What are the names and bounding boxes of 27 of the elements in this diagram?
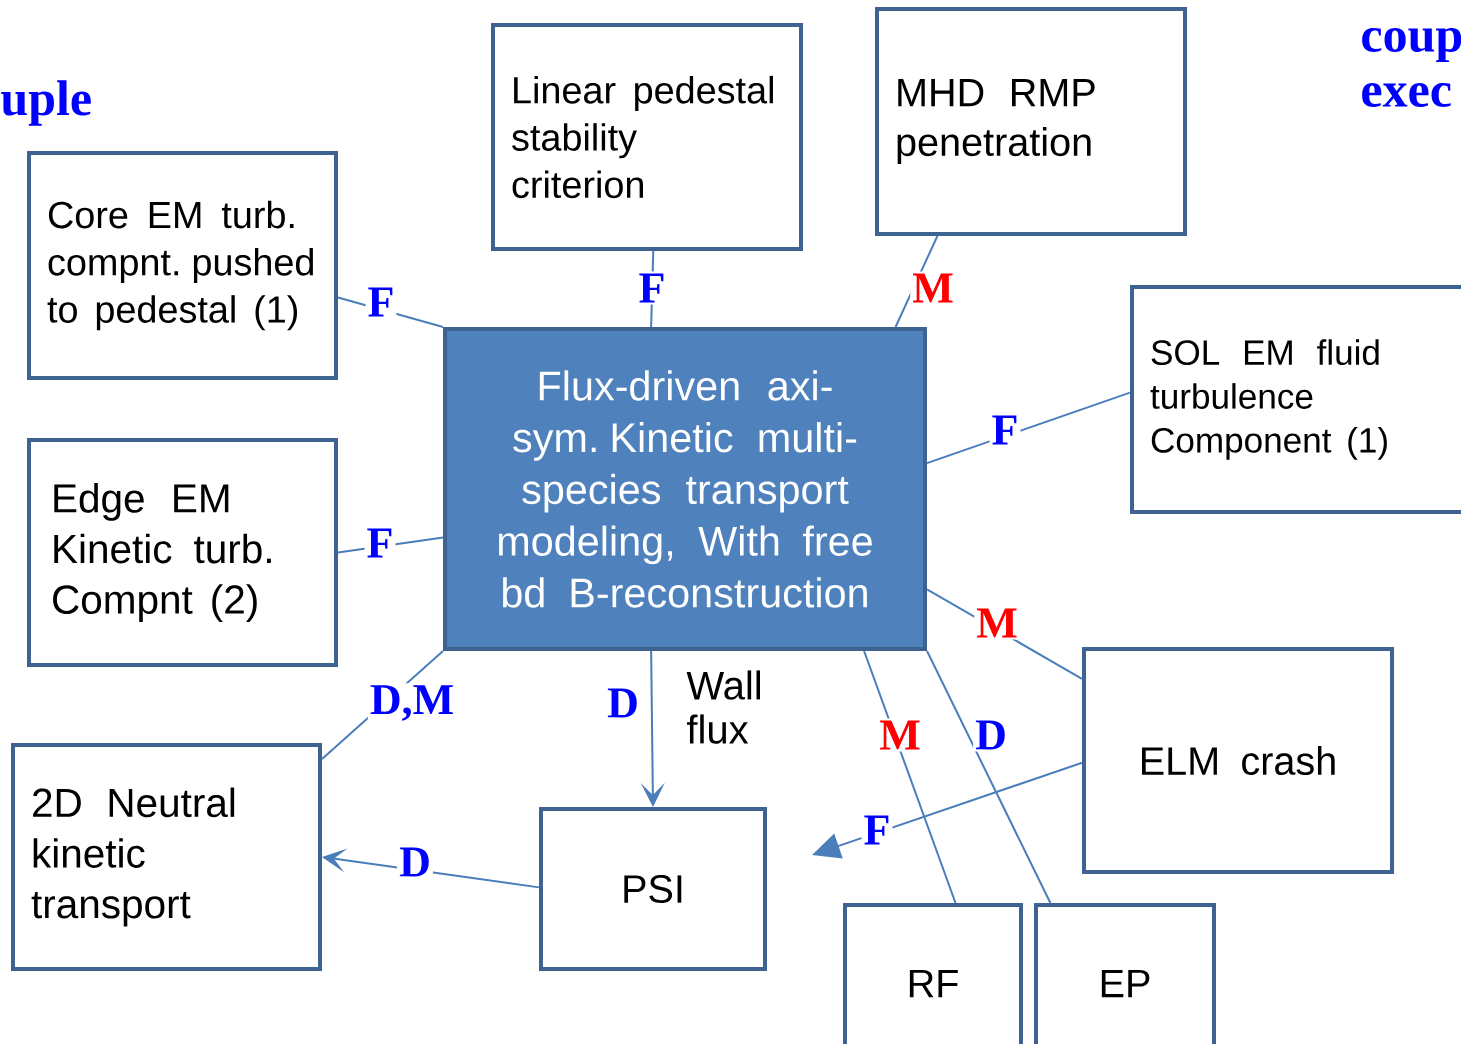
note-text: Wall flux xyxy=(686,670,760,744)
central-box: Flux-driven axi-sym. Kinetic multi-species transport modeling, With free bd B-reconstruction xyxy=(443,327,927,651)
process-box: RF xyxy=(843,903,1023,1044)
edge-label: D,M xyxy=(367,683,457,723)
process-box: Linear pedestal stability criterion xyxy=(491,23,803,251)
edge-label: M xyxy=(974,606,1020,640)
edge-label: D xyxy=(397,845,433,879)
edge-label: F xyxy=(989,413,1021,447)
edge-label: M xyxy=(910,271,956,305)
process-box: ELM crash xyxy=(1082,647,1394,874)
heading-text: uple xyxy=(1,80,91,126)
edge-label: D xyxy=(973,718,1009,752)
edge-label: F xyxy=(861,813,893,847)
process-box: Edge EM Kinetic turb. Compnt (2) xyxy=(27,438,338,667)
heading-text: exec xyxy=(1362,83,1451,107)
edge-label: M xyxy=(877,718,923,752)
process-box: Core EM turb. compnt. pushed to pedestal (1) xyxy=(27,151,338,380)
edge-label: F xyxy=(364,526,396,560)
process-box: EP xyxy=(1034,903,1216,1044)
edge-label: F xyxy=(365,285,397,319)
process-box: 2D Neutral kinetic transport xyxy=(11,743,322,971)
process-box: SOL EM fluid turbulence Component (1) xyxy=(1130,285,1461,514)
process-box: PSI xyxy=(539,807,767,971)
edge-label: D xyxy=(605,686,641,720)
heading-text: coup xyxy=(1362,27,1461,63)
edge-label: F xyxy=(636,271,668,305)
process-box: MHD RMP penetration xyxy=(875,7,1187,236)
